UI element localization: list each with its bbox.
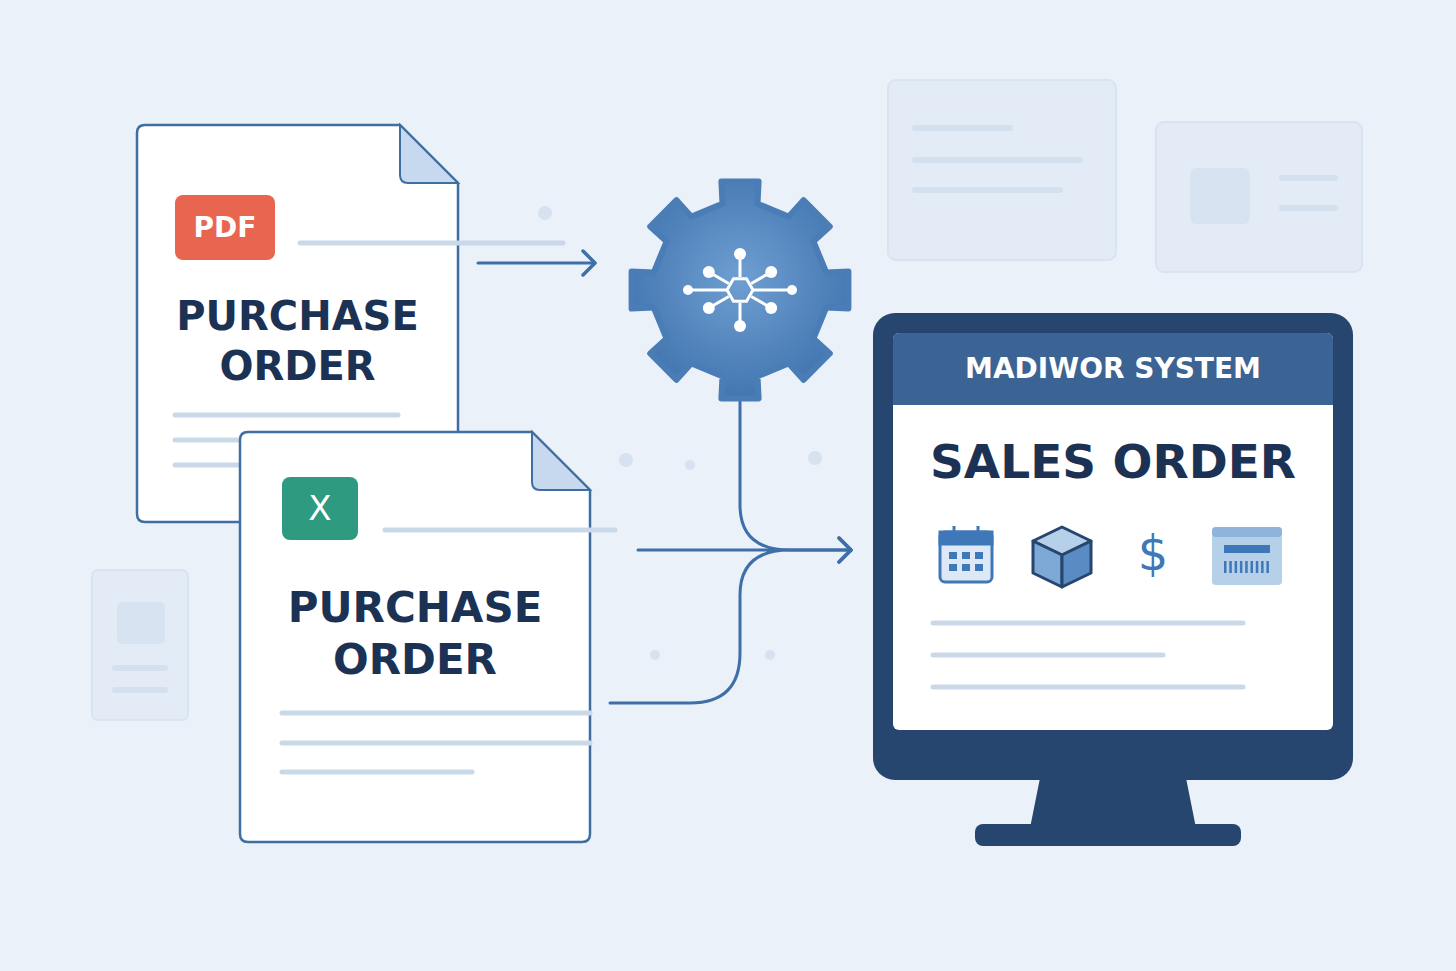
processing-gear <box>630 180 850 400</box>
monitor-screen: MADIWOR SYSTEM SALES ORDER $ <box>873 313 1353 780</box>
dollar-icon: $ <box>1138 525 1169 581</box>
label-holder: $ <box>1123 521 1183 585</box>
flow-connector <box>740 395 851 562</box>
system-header: MADIWOR SYSTEM <box>893 333 1333 405</box>
badge-text: X <box>282 477 358 540</box>
document-title: PURCHASE ORDER <box>163 291 432 391</box>
screen-title: SALES ORDER <box>893 432 1333 492</box>
monitor-stand <box>1030 778 1196 828</box>
flow-connector <box>478 251 595 275</box>
pdf-badge: PDF <box>175 195 275 260</box>
document-title: PURCHASE ORDER <box>266 582 564 686</box>
flow-connector <box>610 538 851 703</box>
badge-text: PDF <box>175 195 275 260</box>
excel-badge: X <box>282 477 358 540</box>
processing-gear-outline <box>630 180 850 400</box>
excel-document: PURCHASE ORDER X <box>240 432 590 842</box>
monitor-base <box>975 824 1241 846</box>
